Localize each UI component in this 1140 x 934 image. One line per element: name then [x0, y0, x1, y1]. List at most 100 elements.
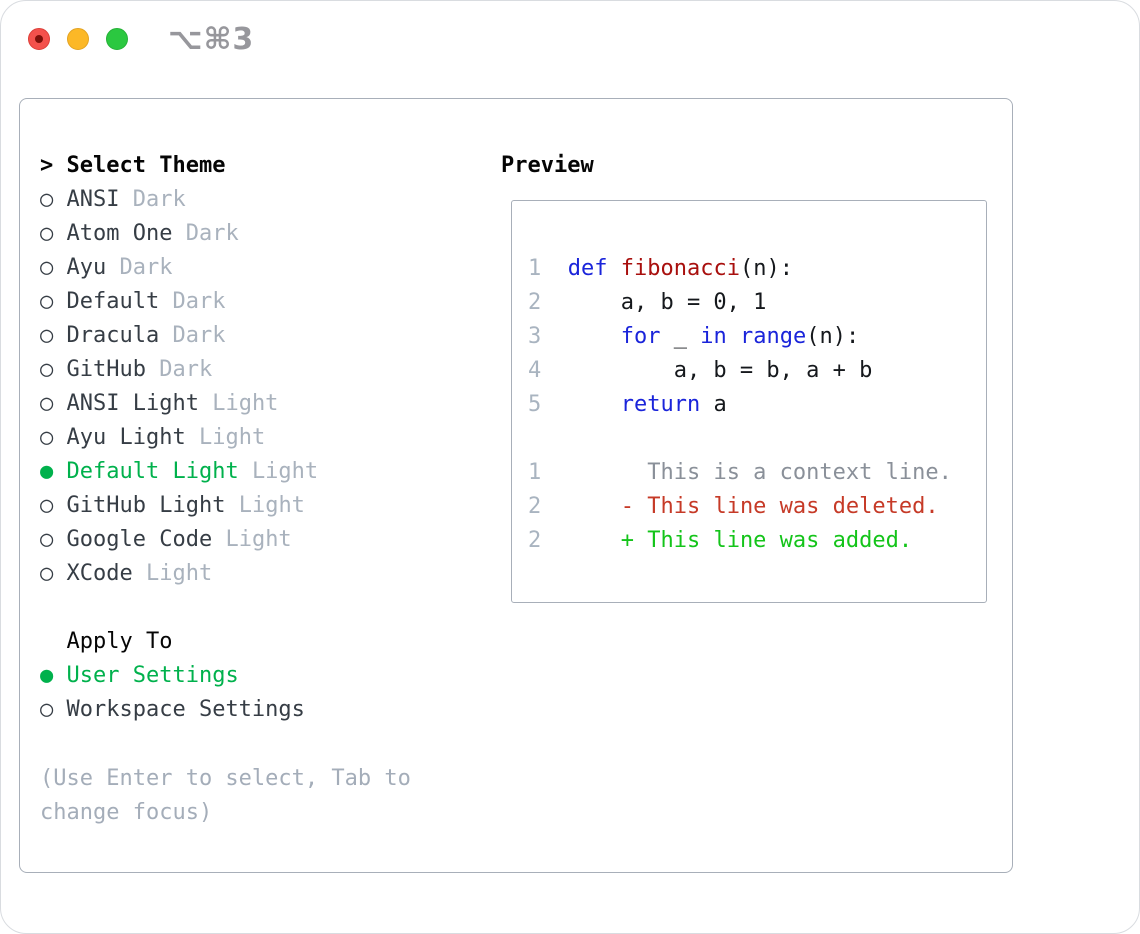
theme-variant: Dark	[185, 221, 239, 246]
apply-option-label: Workspace Settings	[66, 697, 305, 722]
radio-icon: ○	[40, 561, 54, 586]
theme-option-github[interactable]: ○ GitHub Dark	[40, 353, 318, 387]
code-line: 2 - This line was deleted.	[528, 490, 986, 524]
window-title: ⌥⌘3	[168, 22, 255, 57]
radio-icon: ○	[40, 391, 54, 416]
zoom-button[interactable]	[106, 28, 128, 50]
code-token: a, b = 0, 1	[541, 290, 767, 315]
apply-option-user-settings[interactable]: ● User Settings	[40, 659, 305, 693]
radio-icon: ○	[40, 187, 54, 212]
radio-icon: ○	[40, 357, 54, 382]
code-token: a	[700, 392, 727, 417]
traffic-lights	[28, 28, 128, 50]
close-button[interactable]	[28, 28, 50, 50]
theme-option-atom-one[interactable]: ○ Atom One Dark	[40, 217, 318, 251]
code-line: 5 return a	[528, 388, 986, 422]
help-text: (Use Enter to select, Tab to change focu…	[40, 766, 411, 825]
code-token: a, b = b, a + b	[541, 358, 873, 383]
radio-icon: ○	[40, 493, 54, 518]
theme-name: GitHub	[66, 357, 146, 382]
apply-to-header: Apply To	[66, 629, 173, 654]
line-number: 4	[528, 358, 542, 383]
focus-pointer-icon: >	[40, 153, 54, 178]
radio-icon: ○	[40, 289, 54, 314]
code-line: 4 a, b = b, a + b	[528, 354, 986, 388]
theme-list: > Select Theme ○ ANSI Dark○ Atom One Dar…	[40, 149, 318, 591]
theme-name: Google Code	[66, 527, 213, 552]
line-number: 2	[528, 494, 542, 519]
theme-option-ansi-light[interactable]: ○ ANSI Light Light	[40, 387, 318, 421]
theme-option-dracula[interactable]: ○ Dracula Dark	[40, 319, 318, 353]
code-token: range	[739, 324, 807, 349]
theme-option-default-light[interactable]: ● Default Light Light	[40, 455, 318, 489]
theme-variant: Dark	[119, 255, 173, 280]
code-token: (n):	[806, 324, 860, 349]
theme-variant: Dark	[132, 187, 186, 212]
code-line: 2 + This line was added.	[528, 524, 986, 558]
theme-option-google-code[interactable]: ○ Google Code Light	[40, 523, 318, 557]
code-line: 3 for _ in range(n):	[528, 320, 986, 354]
theme-name: Atom One	[66, 221, 173, 246]
radio-icon: ●	[40, 459, 54, 484]
theme-option-ansi[interactable]: ○ ANSI Dark	[40, 183, 318, 217]
theme-option-default[interactable]: ○ Default Dark	[40, 285, 318, 319]
radio-icon: ●	[40, 663, 54, 688]
radio-icon: ○	[40, 221, 54, 246]
code-line: 2 a, b = 0, 1	[528, 286, 986, 320]
theme-name: XCode	[66, 561, 133, 586]
theme-variant: Light	[198, 425, 266, 450]
code-line	[528, 422, 986, 456]
code-token: fibonacci	[620, 256, 740, 281]
theme-variant: Light	[225, 527, 292, 552]
theme-name: Ayu	[66, 255, 107, 280]
theme-list-header: > Select Theme	[40, 149, 318, 183]
theme-variant: Light	[212, 391, 279, 416]
radio-icon: ○	[40, 323, 54, 348]
code-token: def	[567, 256, 608, 281]
radio-icon: ○	[40, 425, 54, 450]
theme-picker-panel: > Select Theme ○ ANSI Dark○ Atom One Dar…	[19, 98, 1013, 873]
apply-to-section: Apply To ● User Settings○ Workspace Sett…	[40, 625, 305, 727]
theme-option-github-light[interactable]: ○ GitHub Light Light	[40, 489, 318, 523]
code-token	[541, 256, 568, 281]
code-token: return	[620, 392, 701, 417]
theme-variant: Dark	[172, 323, 226, 348]
apply-option-label: User Settings	[66, 663, 239, 688]
theme-name: ANSI Light	[66, 391, 199, 416]
code-token	[541, 494, 620, 519]
code-token	[541, 324, 620, 349]
code-token	[727, 324, 740, 349]
radio-icon: ○	[40, 697, 54, 722]
line-number: 1	[528, 460, 542, 485]
line-number: 2	[528, 290, 542, 315]
line-number: 2	[528, 528, 542, 553]
code-line: 1 def fibonacci(n):	[528, 252, 986, 286]
theme-variant: Dark	[159, 357, 213, 382]
code-token: - This line was deleted.	[620, 494, 939, 519]
radio-icon: ○	[40, 255, 54, 280]
theme-option-xcode[interactable]: ○ XCode Light	[40, 557, 318, 591]
line-number: 1	[528, 256, 542, 281]
close-dot-icon	[35, 35, 43, 43]
code-token: in	[700, 324, 727, 349]
theme-variant: Light	[145, 561, 213, 586]
code-token	[541, 392, 620, 417]
preview-header: Preview	[501, 153, 594, 178]
theme-variant: Dark	[172, 289, 226, 314]
theme-option-ayu[interactable]: ○ Ayu Dark	[40, 251, 318, 285]
theme-name: Default Light	[66, 459, 239, 484]
radio-icon: ○	[40, 527, 54, 552]
apply-option-workspace-settings[interactable]: ○ Workspace Settings	[40, 693, 305, 727]
code-token: (n):	[739, 256, 793, 281]
minimize-button[interactable]	[67, 28, 89, 50]
code-token: + This line was added.	[620, 528, 913, 553]
line-number: 3	[528, 324, 542, 349]
code-token: for	[620, 324, 661, 349]
theme-variant: Light	[238, 493, 305, 518]
theme-name: Ayu Light	[66, 425, 186, 450]
theme-name: Default	[66, 289, 160, 314]
theme-option-ayu-light[interactable]: ○ Ayu Light Light	[40, 421, 318, 455]
theme-name: Dracula	[66, 323, 160, 348]
